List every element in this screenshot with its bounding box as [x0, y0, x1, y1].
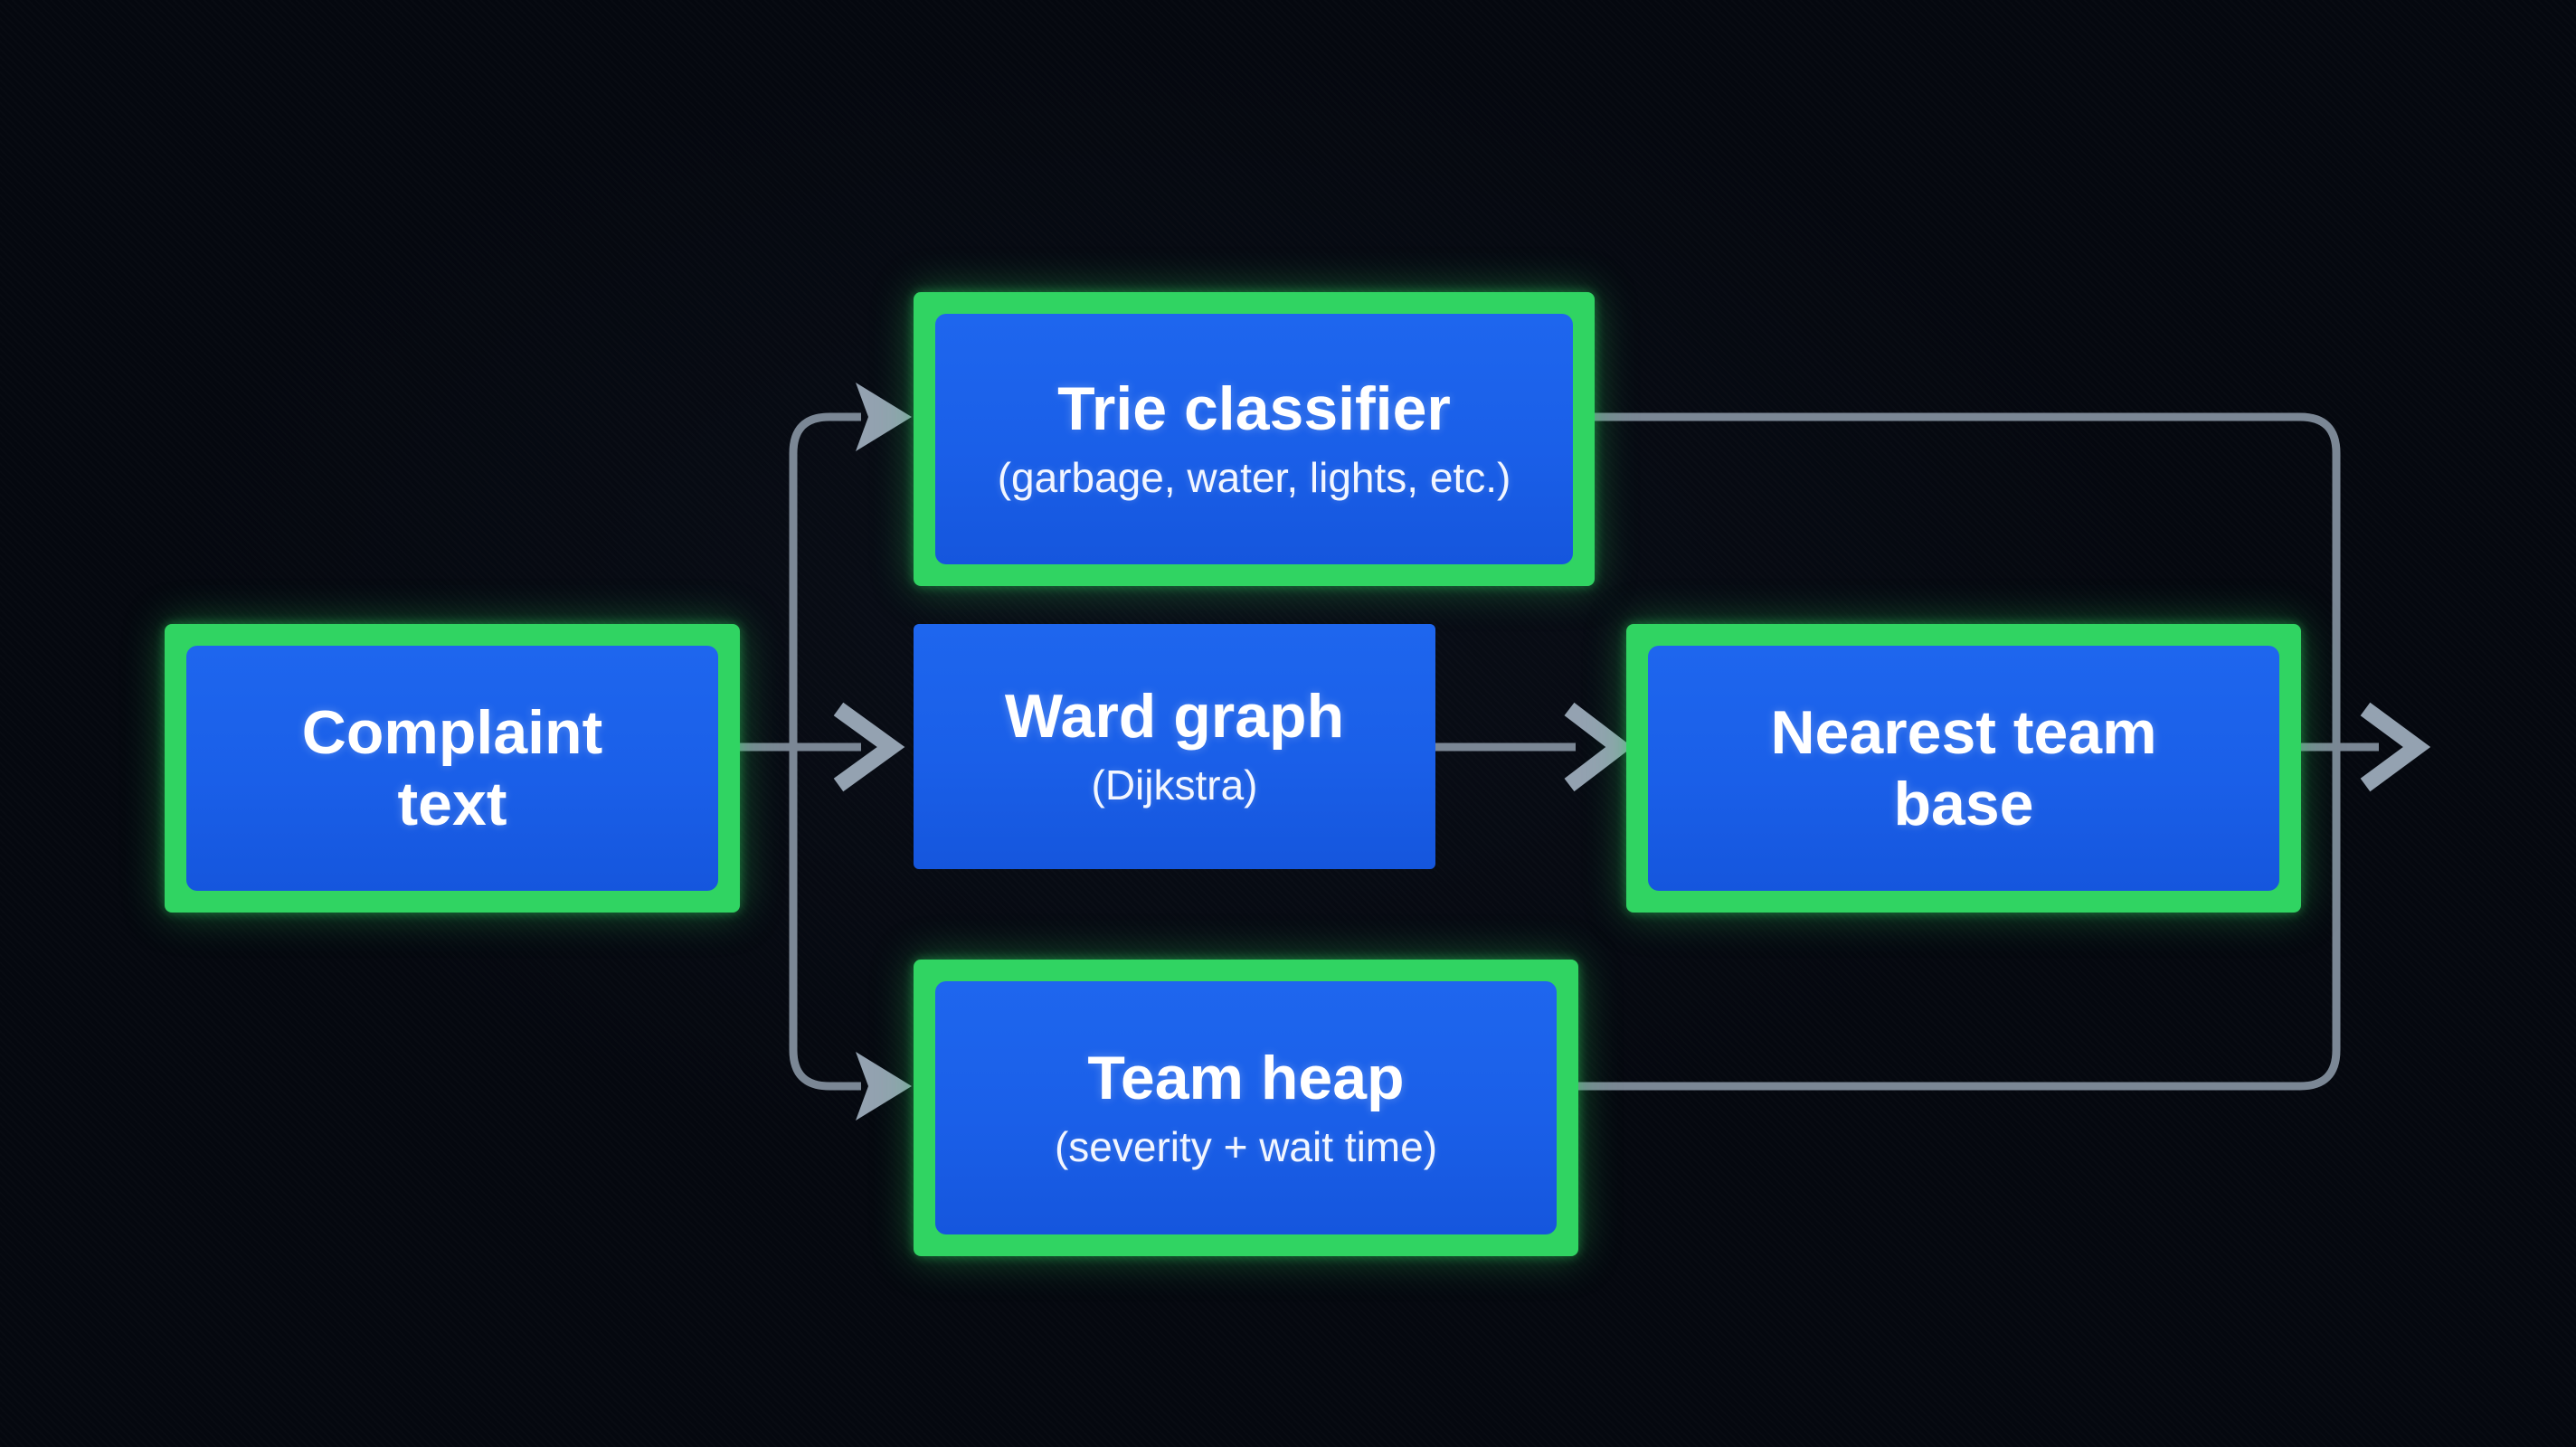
node-complaint-text: Complaint text — [165, 624, 740, 913]
node-nearest-team-base: Nearest team base — [1626, 624, 2301, 913]
arrowhead-final-output — [2360, 702, 2431, 792]
node-team-heap-title: Team heap — [1087, 1043, 1405, 1112]
arrowhead-into-ward-graph — [833, 702, 905, 792]
node-trie-classifier-subtitle: (garbage, water, lights, etc.) — [997, 454, 1511, 502]
edge-merge-rail — [1535, 412, 2341, 1091]
node-nearest-team-base-title: Nearest team base — [1770, 697, 2157, 838]
node-trie-classifier: Trie classifier (garbage, water, lights,… — [914, 292, 1595, 586]
node-team-heap-body: Team heap (severity + wait time) — [935, 981, 1557, 1234]
edge-complaint-to-team-heap — [789, 747, 861, 1091]
arrowhead-into-team-heap — [856, 1052, 912, 1121]
node-complaint-text-body: Complaint text — [186, 646, 718, 891]
node-ward-graph-subtitle: (Dijkstra) — [1091, 761, 1258, 809]
node-nearest-team-base-body: Nearest team base — [1648, 646, 2279, 891]
node-team-heap: Team heap (severity + wait time) — [914, 960, 1578, 1256]
node-complaint-text-title: Complaint text — [301, 697, 603, 838]
arrowhead-into-trie-classifier — [856, 383, 912, 451]
node-ward-graph: Ward graph (Dijkstra) — [914, 624, 1435, 869]
node-trie-classifier-title: Trie classifier — [1057, 374, 1451, 444]
arrowhead-into-nearest-team-base — [1564, 702, 1633, 792]
node-ward-graph-title: Ward graph — [1004, 682, 1345, 752]
node-trie-classifier-body: Trie classifier (garbage, water, lights,… — [935, 314, 1573, 564]
node-ward-graph-body: Ward graph (Dijkstra) — [914, 624, 1435, 869]
edge-complaint-to-trie — [789, 412, 861, 747]
node-team-heap-subtitle: (severity + wait time) — [1054, 1122, 1438, 1170]
